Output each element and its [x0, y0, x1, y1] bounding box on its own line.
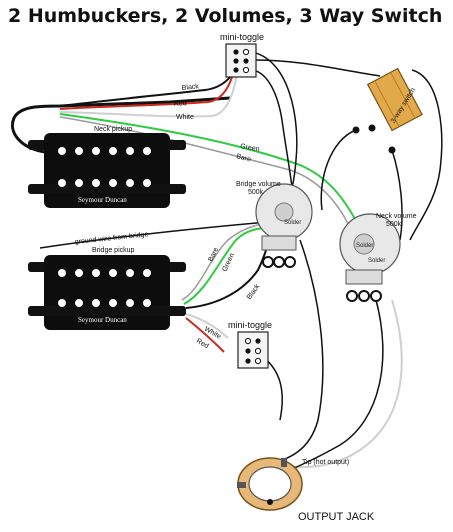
- bridge-volume-solder-label: Solder: [284, 220, 301, 226]
- neck-bare-label: Bare: [236, 153, 252, 163]
- switch-right-wire: [409, 69, 443, 241]
- bridge-bare-label: Bare: [207, 246, 220, 262]
- bridge-green-wire: [183, 227, 269, 305]
- top-mini-toggle-label: mini-toggle: [220, 32, 264, 42]
- bridge-red-wire: [185, 317, 225, 353]
- jack-sleeve-wire: [269, 299, 384, 479]
- neck-black-wire: [59, 71, 235, 107]
- bridge-white-label: White: [203, 326, 222, 341]
- bridge-white-wire: [185, 313, 229, 339]
- output-jack-label: OUTPUT JACK: [298, 511, 375, 523]
- top-mini-toggle: [225, 43, 257, 78]
- ground-wire-label: ground wire from bridge: [74, 231, 148, 246]
- neck-white-wire: [59, 67, 239, 118]
- bottom-mini-toggle-label: mini-toggle: [228, 320, 272, 330]
- switch-lugs: [352, 124, 396, 154]
- neck-pickup-label: Neck pickup: [94, 126, 132, 133]
- neck-black-label: Black: [181, 83, 199, 92]
- neck-volume-pot: [339, 213, 401, 302]
- bottom-mini-toggle: [237, 331, 269, 369]
- bridge-red-label: Red: [195, 338, 210, 351]
- jack-tip-label: Tip (hot output): [302, 459, 349, 466]
- output-jack: [237, 457, 303, 511]
- neck-pickup-brand: Seymour Duncan: [78, 196, 127, 204]
- neck-red-label: Red: [174, 100, 187, 108]
- bridge-pickup-label: Bridge pickup: [92, 247, 135, 254]
- bridge-volume-output-wire: [261, 239, 324, 467]
- neck-volume-solder-label-b: Solder: [368, 258, 385, 264]
- neck-green-wire: [59, 113, 361, 229]
- jack-tip-wire: [281, 299, 403, 469]
- bridge-black-wire: [185, 243, 269, 309]
- bridge-pickup-brand: Seymour Duncan: [78, 316, 127, 324]
- three-way-switch: [366, 67, 423, 132]
- bridge-pickup: [28, 255, 186, 330]
- neck-pickup: [28, 133, 186, 208]
- switch-lug-wire-b: [391, 149, 403, 241]
- bridge-black-label: Black: [246, 283, 262, 301]
- switch-to-toggle-wire: [255, 59, 381, 77]
- neck-volume-value: 500k: [386, 221, 402, 228]
- bridge-bare-wire: [181, 223, 263, 301]
- bridge-volume-value: 500k: [248, 189, 264, 196]
- neck-volume-label: Neck volume: [376, 213, 417, 220]
- neck-red-wire: [59, 63, 237, 110]
- neck-pickup-cable: [11, 96, 231, 154]
- bridge-green-label: Green: [221, 252, 236, 273]
- switch-lug-wire-a: [320, 129, 357, 211]
- bridge-volume-pot: [255, 183, 313, 268]
- toggle-side-wire: [251, 69, 295, 206]
- bridge-volume-label: Bridge volume: [236, 181, 281, 188]
- neck-volume-solder-label-a: Solder: [356, 243, 373, 249]
- ground-wire: [39, 221, 269, 249]
- neck-bare-wire: [59, 116, 353, 233]
- neck-white-label: White: [176, 114, 194, 121]
- neck-green-label: Green: [240, 143, 260, 153]
- diagram-title: 2 Humbuckers, 2 Volumes, 3 Way Switch: [8, 5, 442, 27]
